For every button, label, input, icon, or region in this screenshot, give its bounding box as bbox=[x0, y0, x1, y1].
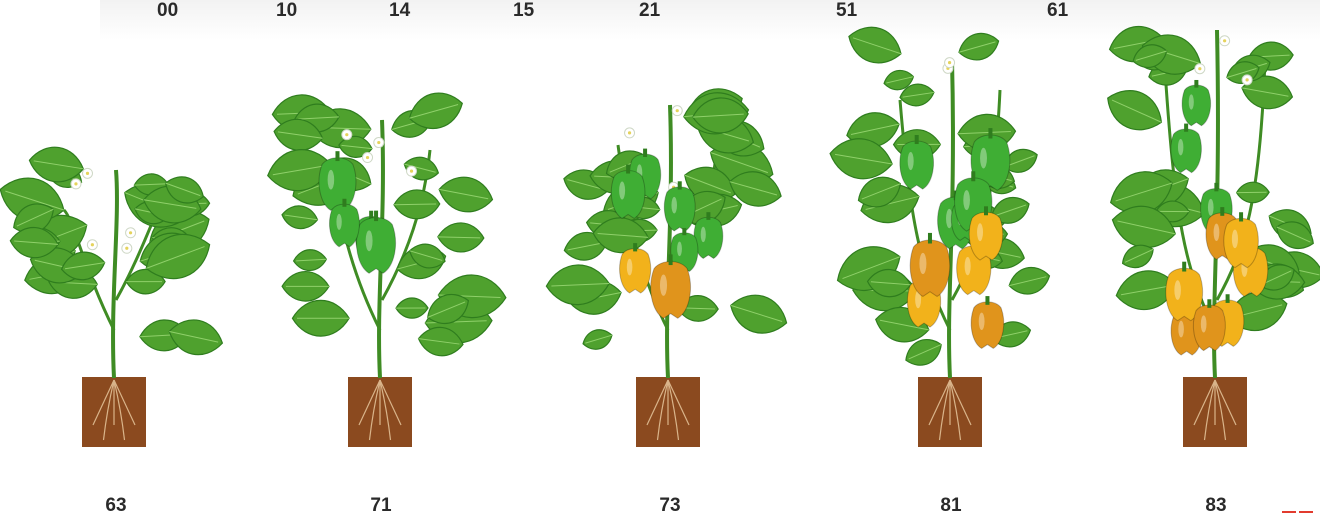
plant-73-pepper-green-shine bbox=[677, 242, 682, 256]
plant-83-pepper-yellow-stem bbox=[1220, 207, 1224, 216]
plant-73-pepper-yellow bbox=[651, 262, 691, 319]
plant-71-pepper-green-stem bbox=[342, 199, 346, 207]
plant-71-flower-center bbox=[345, 133, 348, 136]
plant-83-pepper-yellow-stem bbox=[1226, 294, 1230, 303]
plant-63-flower-center bbox=[74, 182, 77, 185]
plant-83-pepper-green-shine bbox=[1178, 139, 1183, 155]
plant-73-pepper-green-shine bbox=[671, 197, 677, 214]
plant-73-pepper-green-stem bbox=[626, 165, 630, 174]
bottom-code-63: 63 bbox=[105, 496, 126, 515]
plant-63-flower-center bbox=[91, 243, 94, 246]
plant-83-flower-center bbox=[1223, 39, 1226, 42]
plant-71-pepper-green-shine bbox=[328, 170, 335, 190]
plant-73-pepper-green bbox=[611, 171, 645, 219]
plant-81-pepper-yellow-stem bbox=[984, 206, 988, 215]
plant-81-pepper-green-shine bbox=[980, 148, 987, 169]
plant-81-pepper-yellow-shine bbox=[919, 253, 926, 274]
plant-73-pepper-yellow-shine bbox=[660, 275, 667, 296]
plant-81-pepper-yellow-stem bbox=[985, 296, 989, 305]
plant-81-pepper-green-stem bbox=[988, 128, 992, 138]
plant-81-pepper-yellow bbox=[910, 240, 950, 296]
plant-73-pepper-green-stem bbox=[678, 181, 682, 189]
plant-73-pepper-green-shine bbox=[619, 182, 625, 200]
plant-81-pepper-yellow-shine bbox=[977, 223, 983, 241]
plant-81-pepper-yellow bbox=[971, 302, 1004, 348]
plant-83-pepper-yellow-shine bbox=[1201, 315, 1207, 332]
plant-73-pepper-green-stem bbox=[706, 212, 710, 220]
plant-71-flower-center bbox=[377, 141, 380, 144]
plant-63-main-stem bbox=[113, 170, 117, 378]
plant-71-pepper-green-stem bbox=[374, 211, 378, 221]
plant-81-pepper-green-stem bbox=[971, 171, 975, 181]
plant-83-pepper-green-stem bbox=[1214, 183, 1218, 191]
plant-83-pepper-yellow bbox=[1224, 218, 1259, 267]
plant-83-pepper-yellow-shine bbox=[1214, 224, 1220, 241]
plant-83-pepper-yellow-shine bbox=[1232, 230, 1238, 248]
plant-63-flower-center bbox=[129, 231, 132, 234]
plant-83-pepper-green bbox=[1182, 85, 1210, 126]
plant-83-pepper-green-stem bbox=[1194, 80, 1198, 88]
plant-73-pepper-yellow bbox=[620, 249, 651, 293]
plant-83-pepper-yellow-stem bbox=[1182, 262, 1186, 272]
bottom-code-81: 81 bbox=[940, 496, 961, 515]
plant-83-pepper-green-shine bbox=[1208, 199, 1214, 216]
plant-81-pepper-yellow-shine bbox=[979, 313, 985, 330]
plant-83-pepper-yellow-shine bbox=[1174, 280, 1181, 300]
plant-73-flower-center bbox=[628, 131, 631, 134]
plant-63-flower-center bbox=[86, 172, 89, 175]
bottom-code-73: 73 bbox=[659, 496, 680, 515]
plant-71-pepper-green-shine bbox=[366, 230, 373, 251]
corner-accent-mark bbox=[1282, 511, 1316, 514]
plant-71-pepper-green bbox=[357, 218, 396, 274]
plant-83-flower-center bbox=[1198, 67, 1201, 70]
plant-83-pepper-green bbox=[1171, 129, 1202, 173]
plant-73-pepper-yellow-shine bbox=[627, 259, 633, 276]
plant-83-pepper-yellow bbox=[1193, 305, 1225, 351]
plant-83-pepper-yellow-stem bbox=[1207, 299, 1211, 308]
bottom-code-71: 71 bbox=[370, 496, 391, 515]
plant-81-pepper-yellow-stem bbox=[928, 233, 932, 244]
plant-73-main-stem bbox=[667, 105, 671, 378]
plant-71-pepper-green bbox=[319, 158, 356, 211]
plant-71-pepper-green-stem bbox=[335, 151, 339, 161]
plant-81-pepper-yellow-shine bbox=[965, 257, 971, 275]
plant-stages-illustration bbox=[0, 0, 1320, 516]
plant-73-pepper-green-stem bbox=[643, 149, 647, 157]
plant-81-pepper-yellow bbox=[969, 212, 1002, 260]
plant-83-pepper-green-shine bbox=[1189, 94, 1194, 109]
plant-71-pepper-green-shine bbox=[336, 214, 341, 230]
plant-73-pepper-green-shine bbox=[701, 227, 706, 242]
plant-81-pepper-green bbox=[900, 141, 934, 189]
plant-83-pepper-yellow-stem bbox=[1239, 212, 1243, 221]
plant-83-pepper-yellow-shine bbox=[1178, 321, 1184, 338]
plant-81-pepper-green-stem bbox=[915, 135, 919, 144]
plant-73-pepper-yellow-stem bbox=[633, 243, 637, 251]
plant-71-flower-center bbox=[410, 170, 413, 173]
plant-73-flower-center bbox=[676, 109, 679, 112]
plant-83-flower-center bbox=[1245, 78, 1248, 81]
plant-81-pepper-green-shine bbox=[908, 152, 914, 170]
plant-81-flower-center bbox=[948, 61, 951, 64]
plant-83-pepper-green-stem bbox=[1184, 124, 1188, 132]
plant-81-pepper-green-shine bbox=[963, 190, 970, 210]
plant-73-pepper-yellow-stem bbox=[669, 254, 673, 265]
plant-73-pepper-green-stem bbox=[682, 228, 686, 235]
plant-71-pepper-green bbox=[329, 204, 359, 247]
plant-63-flower-center bbox=[125, 247, 128, 250]
bottom-code-83: 83 bbox=[1205, 496, 1226, 515]
plant-73-pepper-green bbox=[664, 187, 695, 231]
plant-71-flower-center bbox=[366, 156, 369, 159]
